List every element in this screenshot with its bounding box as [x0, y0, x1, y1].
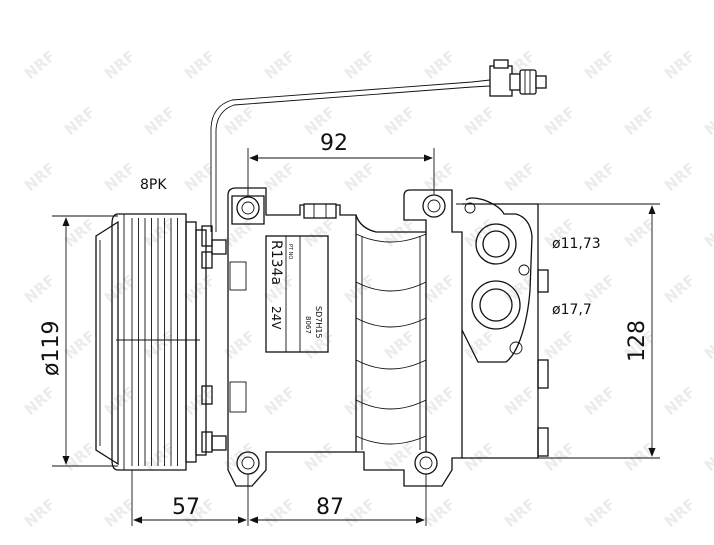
watermark-logo: NRF — [141, 103, 179, 139]
watermark-logo: NRF — [141, 215, 179, 251]
watermark-logo: NRF — [701, 215, 714, 251]
watermark-logo: NRF — [21, 383, 59, 419]
watermark-logo: NRF — [421, 383, 459, 419]
watermark-logo: NRF — [581, 159, 619, 195]
nameplate-small-text: PT NO — [287, 244, 293, 259]
watermark-logo: NRF — [21, 271, 59, 307]
watermark-logo: NRF — [101, 271, 139, 307]
port-suction-label: ø11,73 — [552, 236, 601, 252]
watermark-logo: NRF — [261, 383, 299, 419]
watermark-logo: NRF — [701, 327, 714, 363]
watermark-logo: NRF — [141, 327, 179, 363]
watermark-logo: NRF — [581, 495, 619, 531]
nameplate-model: SD7H15 — [314, 306, 323, 339]
watermark-logo: NRF — [21, 159, 59, 195]
watermark-logo: NRF — [181, 383, 219, 419]
watermark-logo: NRF — [61, 327, 99, 363]
dim-pulley-diameter-label: ø119 — [39, 321, 64, 376]
watermark-logo: NRF — [221, 215, 259, 251]
watermark-logo: NRF — [621, 103, 659, 139]
watermark-logo: NRF — [461, 327, 499, 363]
watermark-logo: NRF — [341, 383, 379, 419]
nameplate: R134a 24V SD7H15 8067 PT NO — [265, 235, 329, 353]
watermark-logo: NRF — [661, 159, 699, 195]
pulley-label: 8PK — [140, 177, 167, 193]
watermark-logo: NRF — [701, 103, 714, 139]
watermark-logo: NRF — [501, 383, 539, 419]
watermark-logo: NRF — [421, 271, 459, 307]
watermark-logo: NRF — [581, 47, 619, 83]
dim-height-label: 128 — [625, 320, 650, 362]
watermark-logo: NRF — [501, 495, 539, 531]
watermark-logo: NRF — [341, 495, 379, 531]
watermark-logo: NRF — [701, 439, 714, 475]
watermark-logo: NRF — [661, 47, 699, 83]
watermark-logo: NRF — [181, 271, 219, 307]
nameplate-voltage: 24V — [269, 306, 283, 330]
nameplate-code: 8067 — [304, 316, 312, 334]
watermark-logo: NRF — [581, 383, 619, 419]
compressor-body — [201, 187, 463, 487]
watermark-logo: NRF — [661, 495, 699, 531]
watermark-logo: NRF — [221, 327, 259, 363]
watermark-logo: NRF — [621, 439, 659, 475]
watermark-logo: NRF — [261, 159, 299, 195]
watermark-logo: NRF — [101, 383, 139, 419]
watermark-logo: NRF — [301, 215, 339, 251]
watermark-logo: NRF — [461, 103, 499, 139]
watermark-logo: NRF — [461, 439, 499, 475]
watermark-logo: NRF — [101, 47, 139, 83]
watermark-logo: NRF — [381, 103, 419, 139]
watermark-logo: NRF — [421, 495, 459, 531]
watermark-logo: NRF — [381, 327, 419, 363]
watermark-logo: NRF — [341, 47, 379, 83]
watermark-logo: NRF — [541, 103, 579, 139]
nameplate-refrigerant: R134a — [268, 240, 284, 285]
watermark-logo: NRF — [541, 327, 579, 363]
pulley-clutch — [95, 213, 207, 471]
watermark-logo: NRF — [61, 103, 99, 139]
watermark-logo: NRF — [101, 495, 139, 531]
dimension-lines — [52, 148, 660, 526]
dim-top-width-label: 92 — [320, 131, 348, 156]
watermark-logo: NRF — [261, 495, 299, 531]
dim-bottom-right-label: 87 — [316, 495, 344, 520]
watermark-logo: NRF — [341, 159, 379, 195]
watermark-logo: NRF — [61, 439, 99, 475]
port-discharge-label: ø17,7 — [552, 302, 592, 318]
dim-bottom-left-label: 57 — [172, 495, 200, 520]
watermark-logo: NRF — [261, 47, 299, 83]
watermark-logo: NRF — [21, 47, 59, 83]
watermark-logo: NRF — [501, 159, 539, 195]
watermark-logo: NRF — [181, 47, 219, 83]
watermark-logo: NRF — [21, 495, 59, 531]
watermark-logo: NRF — [301, 439, 339, 475]
watermark-logo: NRF — [181, 159, 219, 195]
watermark-logo: NRF — [621, 215, 659, 251]
watermark-logo: NRF — [421, 47, 459, 83]
watermark-logo: NRF — [661, 271, 699, 307]
electrical-connector — [210, 59, 547, 232]
watermark-logo: NRF — [661, 383, 699, 419]
watermark-logo: NRF — [61, 215, 99, 251]
watermark-logo: NRF — [101, 159, 139, 195]
watermark-logo: NRF — [541, 439, 579, 475]
